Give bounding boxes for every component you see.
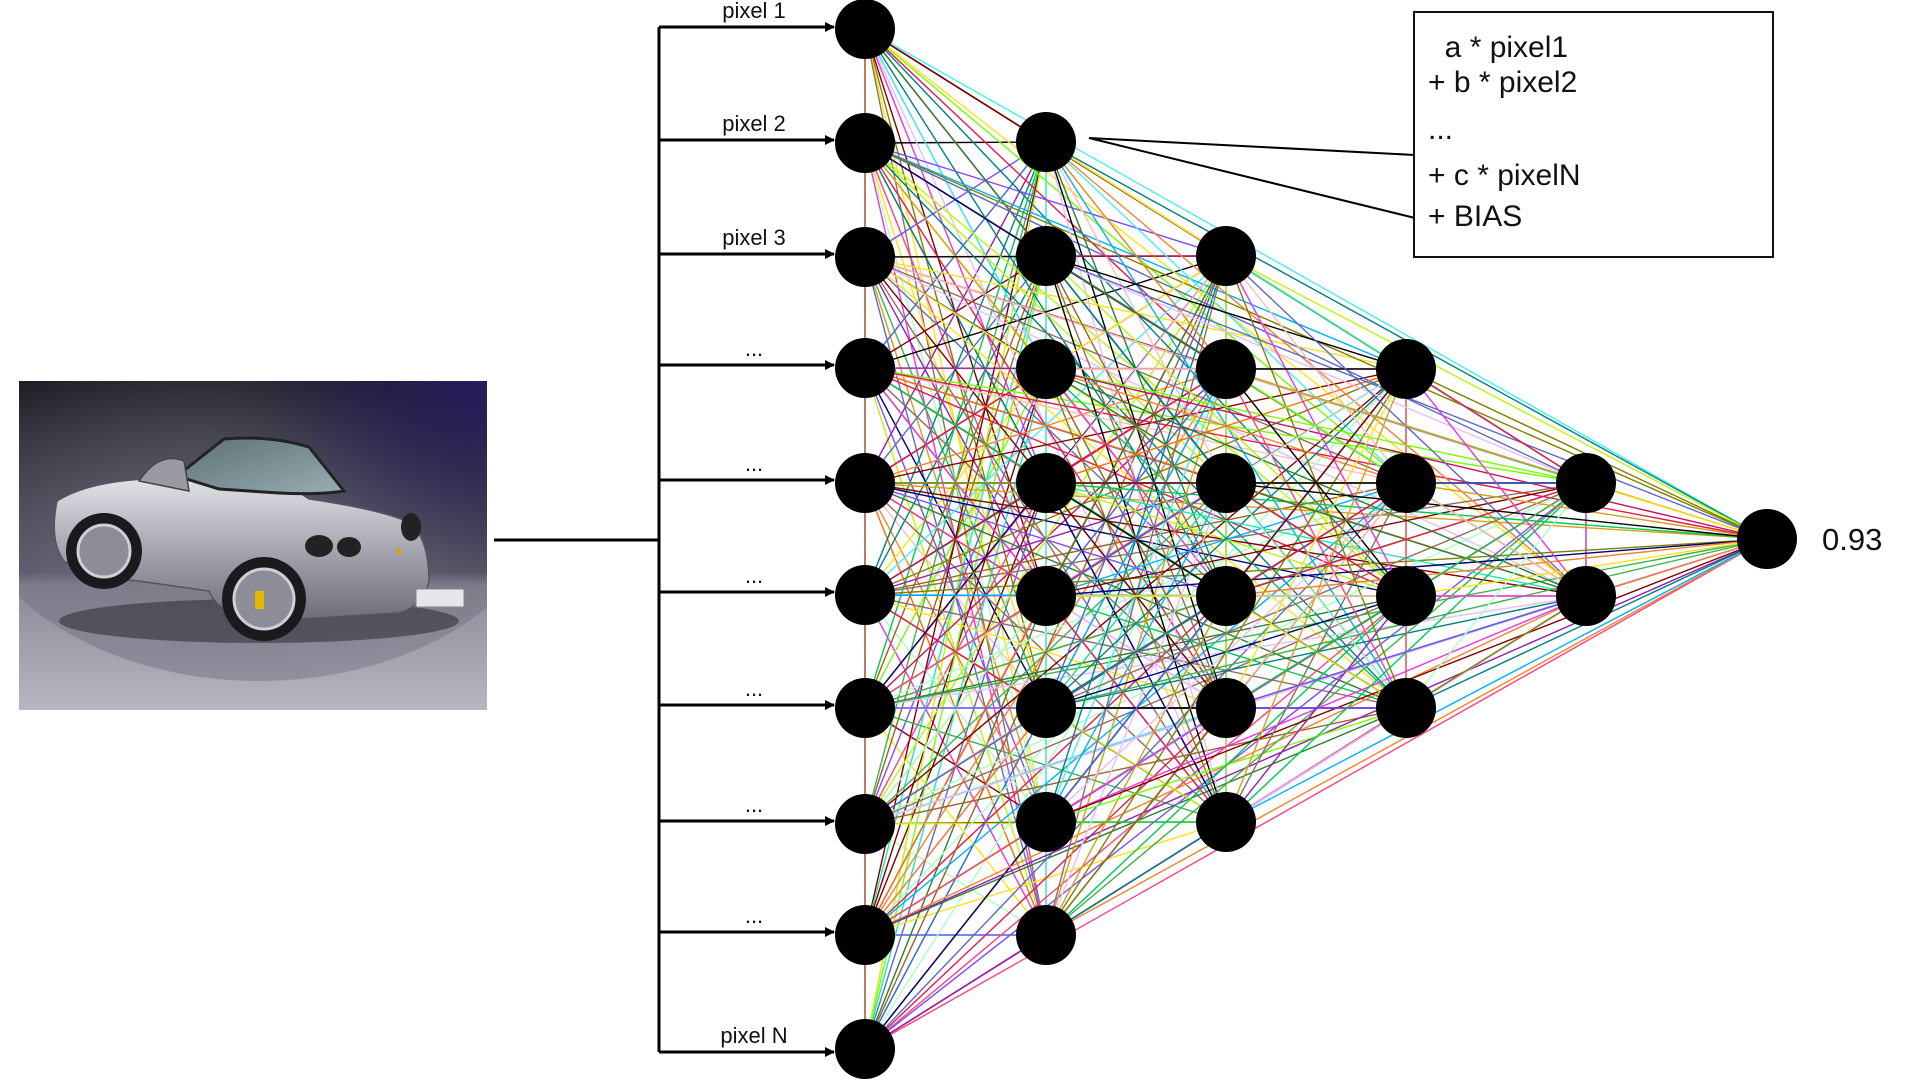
hidden-node	[1376, 339, 1436, 399]
hidden-node	[1196, 566, 1256, 626]
input-label: ...	[744, 903, 764, 928]
formula-callout	[1088, 137, 1416, 219]
network-edge	[864, 255, 1227, 1050]
hidden-node	[1016, 792, 1076, 852]
formula-line-2: + b * pixel2	[1428, 66, 1578, 99]
network-edge	[1405, 482, 1587, 709]
network-edge	[1405, 595, 1587, 709]
hidden-node	[1376, 678, 1436, 738]
input-node	[835, 453, 895, 513]
input-node	[835, 678, 895, 738]
network-edge	[1405, 368, 1587, 484]
callout-pointer	[1088, 137, 1416, 219]
input-label: ...	[744, 792, 764, 817]
network-edge	[1045, 368, 1407, 709]
hidden-node	[1016, 566, 1076, 626]
input-label: pixel 1	[722, 0, 786, 23]
input-label: pixel 3	[722, 225, 786, 250]
network-edge	[1225, 538, 1768, 823]
hidden-node	[1196, 678, 1256, 738]
network-edge	[1045, 368, 1407, 936]
input-node	[835, 227, 895, 287]
network-edge	[864, 482, 1227, 1050]
hidden-node	[1016, 453, 1076, 513]
network-nodes	[835, 0, 1797, 1079]
network-edge	[1225, 255, 1768, 540]
network-edge	[1405, 482, 1587, 597]
input-label: pixel N	[720, 1023, 788, 1048]
car-brake-caliper	[255, 591, 264, 609]
car-illustration	[53, 436, 465, 643]
input-label: ...	[744, 563, 764, 588]
formula-line-3: ...	[1428, 113, 1454, 146]
hidden-node	[1376, 566, 1436, 626]
input-label: ...	[744, 451, 764, 476]
car-windshield	[173, 436, 347, 496]
hidden-node	[1556, 566, 1616, 626]
hidden-node	[1016, 112, 1076, 172]
network-edge	[1225, 482, 1768, 540]
hidden-node	[1196, 453, 1256, 513]
network-edge	[1225, 595, 1407, 823]
network-edge	[1585, 538, 1768, 597]
formula-line-5: + BIAS	[1428, 200, 1523, 233]
hidden-node	[1196, 339, 1256, 399]
hidden-node	[1196, 792, 1256, 852]
input-label: pixel 2	[722, 111, 786, 136]
input-wiring	[494, 27, 661, 1052]
formula-box: a * pixel1 + b * pixel2 ... + c * pixelN…	[1413, 11, 1774, 258]
hidden-node	[1016, 339, 1076, 399]
input-node	[835, 113, 895, 173]
output-value: 0.93	[1822, 522, 1883, 557]
network-edge	[864, 142, 1227, 257]
network-edge	[1225, 538, 1768, 597]
hidden-node	[1016, 678, 1076, 738]
car-badge	[396, 548, 402, 554]
hidden-node	[1016, 226, 1076, 286]
input-label: ...	[744, 336, 764, 361]
network-edge	[864, 707, 1227, 1050]
network-edge	[864, 141, 1047, 369]
network-edge	[1045, 368, 1407, 484]
network-edge	[864, 538, 1768, 1050]
hidden-node	[1196, 226, 1256, 286]
car-headlight	[305, 535, 333, 557]
network-edge	[1045, 595, 1407, 936]
car-image	[19, 381, 487, 710]
network-edges	[864, 28, 1768, 1050]
input-node	[835, 0, 895, 59]
output-node	[1737, 509, 1797, 569]
input-arrows	[659, 22, 835, 1057]
input-node	[835, 905, 895, 965]
network-edge	[1045, 482, 1407, 597]
network-edge	[1045, 255, 1407, 370]
input-node	[835, 338, 895, 398]
formula-line-4: + c * pixelN	[1428, 159, 1581, 192]
car-license-plate	[415, 588, 465, 608]
input-node	[835, 565, 895, 625]
hidden-node	[1376, 453, 1436, 513]
hidden-node	[1556, 453, 1616, 513]
network-edge	[864, 28, 1768, 540]
input-label: ...	[744, 676, 764, 701]
input-node	[835, 794, 895, 854]
input-node	[835, 1019, 895, 1079]
car-seat	[137, 457, 190, 492]
network-edge	[1045, 141, 1407, 709]
formula-line-1: a * pixel1	[1428, 31, 1569, 64]
hidden-node	[1016, 905, 1076, 965]
network-edge	[1225, 368, 1407, 709]
network-edge	[1585, 482, 1768, 540]
